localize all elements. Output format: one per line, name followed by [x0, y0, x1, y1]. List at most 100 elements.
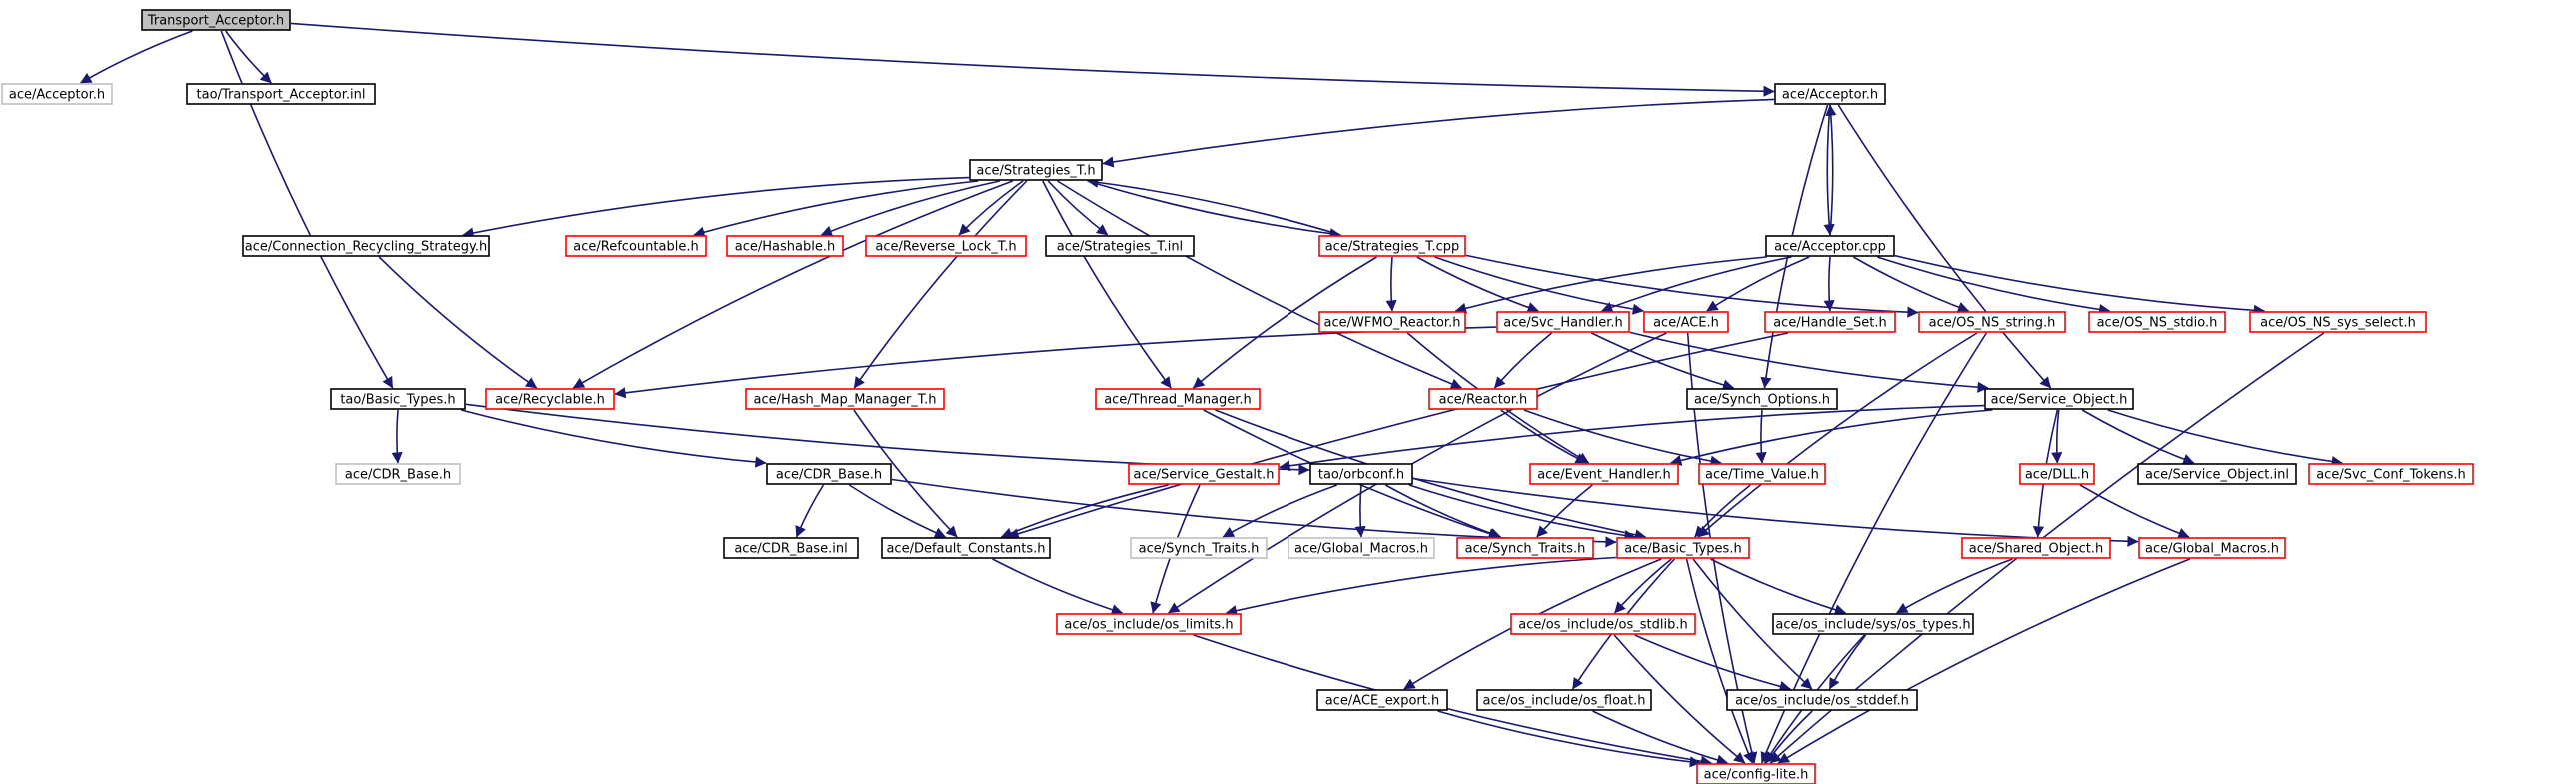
dependency-edge [1500, 409, 1587, 464]
node-ace-basic-types-h[interactable]: ace/Basic_Types.h [1616, 537, 1750, 559]
dependency-edge [2107, 409, 2343, 468]
node-box [1726, 689, 1918, 711]
node-tao-transport-acceptor-inl[interactable]: tao/Transport_Acceptor.inl [186, 83, 376, 105]
node-ace-wfmo-reactor-h[interactable]: ace/WFMO_Reactor.h [1318, 311, 1466, 333]
node-box [565, 235, 707, 257]
node-ace-service-gestalt-h[interactable]: ace/Service_Gestalt.h [1128, 463, 1280, 485]
dependency-edge [2051, 409, 2063, 464]
node-label: ace/Reverse_Lock_T.h [875, 240, 1016, 255]
node-label: ace/CDR_Base.h [345, 468, 451, 483]
node-ace-os-include-os-float-h[interactable]: ace/os_include/os_float.h [1476, 689, 1652, 711]
node-ace-cdr-base-inl[interactable]: ace/CDR_Base.inl [723, 537, 859, 559]
node-ace-ace-export-h[interactable]: ace/ACE_export.h [1316, 689, 1448, 711]
node-ace-cdr-base-h-ext: ace/CDR_Base.h [335, 463, 461, 485]
dependency-edge [465, 403, 1310, 476]
node-box [1496, 311, 1630, 333]
node-ace-synch-traits-h[interactable]: ace/Synch_Traits.h [1456, 537, 1594, 559]
node-ace-thread-manager-h[interactable]: ace/Thread_Manager.h [1095, 388, 1261, 410]
node-ace-acceptor-cpp[interactable]: ace/Acceptor.cpp [1765, 235, 1895, 257]
node-ace-synch-options-h[interactable]: ace/Synch_Options.h [1686, 388, 1838, 410]
node-box [1428, 388, 1538, 410]
node-ace-hashable-h[interactable]: ace/Hashable.h [726, 235, 844, 257]
node-ace-strategies-t-h[interactable]: ace/Strategies_T.h [969, 159, 1103, 181]
node-label: ace/os_include/os_limits.h [1064, 618, 1233, 633]
node-label: ace/Strategies_T.h [976, 164, 1095, 179]
node-label: ace/CDR_Base.h [776, 468, 882, 483]
node-label: ace/Event_Handler.h [1537, 468, 1671, 483]
node-tao-orbconf-h[interactable]: tao/orbconf.h [1309, 463, 1413, 485]
node-box [1961, 537, 2111, 559]
node-ace-os-ns-string-h[interactable]: ace/OS_NS_string.h [1918, 311, 2066, 333]
node-ace-os-include-os-limits-h[interactable]: ace/os_include/os_limits.h [1056, 613, 1242, 635]
node-ace-reactor-h[interactable]: ace/Reactor.h [1428, 388, 1538, 410]
node-ace-handle-set-h[interactable]: ace/Handle_Set.h [1764, 311, 1896, 333]
dependency-edge [958, 180, 1024, 236]
node-ace-default-constants-h[interactable]: ace/Default_Constants.h [881, 537, 1051, 559]
node-box [1643, 311, 1729, 333]
node-label: ace/OS_NS_stdio.h [2097, 316, 2218, 331]
node-ace-cdr-base-h[interactable]: ace/CDR_Base.h [766, 463, 892, 485]
node-box [242, 235, 490, 257]
node-ace-os-include-sys-os-types-h[interactable]: ace/os_include/sys/os_types.h [1772, 613, 1974, 635]
node-ace-service-object-h[interactable]: ace/Service_Object.h [1984, 388, 2134, 410]
node-box [2138, 537, 2286, 559]
dependency-edge [1706, 256, 1810, 312]
node-ace-svc-conf-tokens-h[interactable]: ace/Svc_Conf_Tokens.h [2308, 463, 2474, 485]
dependency-edge [1536, 484, 1593, 538]
node-box [766, 463, 892, 485]
node-box [745, 388, 945, 410]
node-ace-os-ns-stdio-h[interactable]: ace/OS_NS_stdio.h [2088, 311, 2226, 333]
node-box [1130, 537, 1268, 559]
dependency-edge [1894, 254, 2266, 316]
dependency-edge [1685, 558, 1754, 764]
node-label: ace/Service_Object.inl [2145, 468, 2289, 483]
node-transport-acceptor-h: Transport_Acceptor.h [141, 9, 291, 31]
node-label: ace/ACE_export.h [1325, 694, 1439, 709]
node-ace-connection-recycling-strategy-h[interactable]: ace/Connection_Recycling_Strategy.h [242, 235, 490, 257]
node-box [1686, 388, 1838, 410]
dependency-edge [1837, 104, 2052, 389]
dependency-edge [572, 180, 1013, 389]
dependency-edge [1853, 256, 1970, 313]
node-ace-refcountable-h[interactable]: ace/Refcountable.h [565, 235, 707, 257]
node-box [726, 235, 844, 257]
node-ace-strategies-t-cpp[interactable]: ace/Strategies_T.cpp [1318, 235, 1466, 257]
node-label: ace/CDR_Base.inl [734, 542, 847, 557]
node-ace-dll-h[interactable]: ace/DLL.h [2019, 463, 2095, 485]
node-label: ace/Connection_Recycling_Strategy.h [245, 240, 487, 255]
node-ace-acceptor-h-ext: ace/Acceptor.h [1, 83, 113, 105]
node-ace-event-handler-h[interactable]: ace/Event_Handler.h [1529, 463, 1679, 485]
dependency-edge [1385, 256, 1397, 312]
node-ace-global-macros-h[interactable]: ace/Global_Macros.h [2138, 537, 2286, 559]
node-ace-os-include-os-stdlib-h[interactable]: ace/os_include/os_stdlib.h [1510, 613, 1696, 635]
node-label: ace/Acceptor.cpp [1774, 240, 1886, 255]
node-ace-strategies-t-inl[interactable]: ace/Strategies_T.inl [1045, 235, 1195, 257]
dependency-edge [378, 256, 538, 389]
node-box [1984, 388, 2134, 410]
dependency-edge [891, 478, 1617, 548]
node-label: tao/orbconf.h [1318, 468, 1404, 483]
node-box [2088, 311, 2226, 333]
node-label: ace/os_include/os_stdlib.h [1518, 618, 1687, 633]
dependency-edge [1777, 558, 2191, 764]
dependency-edge [1193, 634, 1712, 767]
node-label: ace/Basic_Types.h [1624, 542, 1741, 557]
node-label: ace/Strategies_T.cpp [1325, 240, 1460, 255]
node-ace-os-ns-sys-select-h[interactable]: ace/OS_NS_sys_select.h [2249, 311, 2427, 333]
node-tao-basic-types-h[interactable]: tao/Basic_Types.h [330, 388, 466, 410]
node-ace-shared-object-h[interactable]: ace/Shared_Object.h [1961, 537, 2111, 559]
node-ace-config-lite-h[interactable]: ace/config-lite.h [1696, 763, 1816, 784]
node-ace-time-value-h[interactable]: ace/Time_Value.h [1698, 463, 1826, 485]
node-ace-reverse-lock-t-h[interactable]: ace/Reverse_Lock_T.h [865, 235, 1027, 257]
dependency-edge [1591, 332, 1735, 391]
node-ace-hash-map-manager-t-h[interactable]: ace/Hash_Map_Manager_T.h [745, 388, 945, 410]
node-ace-recyclable-h[interactable]: ace/Recyclable.h [485, 388, 615, 410]
node-ace-ace-h[interactable]: ace/ACE.h [1643, 311, 1729, 333]
node-ace-os-include-os-stddef-h[interactable]: ace/os_include/os_stddef.h [1726, 689, 1918, 711]
node-ace-acceptor-h[interactable]: ace/Acceptor.h [1774, 83, 1886, 105]
node-ace-svc-handler-h[interactable]: ace/Svc_Handler.h [1496, 311, 1630, 333]
node-ace-service-object-inl[interactable]: ace/Service_Object.inl [2137, 463, 2297, 485]
node-box [2137, 463, 2297, 485]
dependency-edge [1007, 332, 1789, 540]
node-box [1529, 463, 1679, 485]
